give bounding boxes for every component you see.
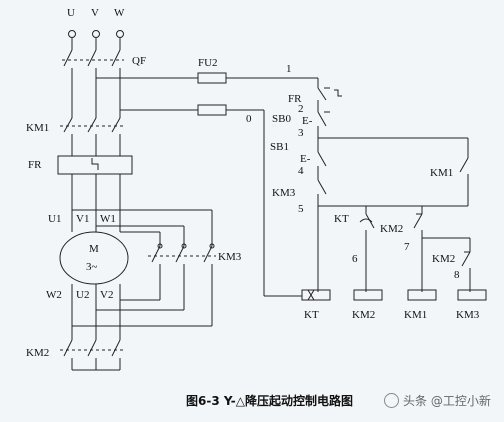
motor-label-m: M: [89, 243, 99, 255]
label-n3: 3: [298, 127, 304, 139]
figure-caption: 图6-3 Y-△降压起动控制电路图: [186, 394, 353, 408]
label-qf: QF: [132, 55, 146, 67]
label-fr-main: FR: [28, 159, 42, 171]
label-wire1: 1: [286, 63, 292, 75]
coil-kt: [301, 289, 331, 301]
label-km3-main: KM3: [218, 251, 242, 263]
label-coil-kt: KT: [304, 309, 319, 321]
fuse-fu2: [197, 72, 227, 84]
label-km1-right: KM1: [430, 167, 453, 179]
label-coil-km2: KM2: [352, 309, 375, 321]
label-v2: V2: [100, 289, 113, 301]
label-fu2: FU2: [198, 57, 218, 69]
label-n7: 7: [404, 241, 410, 253]
kt-timed-contact: [359, 206, 375, 292]
coil-km2: [353, 289, 383, 301]
contactor-km1-main: [60, 117, 124, 156]
watermark-logo-icon: [384, 393, 399, 408]
fuse-2: [197, 104, 227, 116]
watermark-text: 头条 @工控小新: [403, 394, 491, 408]
label-v: V: [91, 7, 99, 19]
label-n4: 4: [298, 165, 304, 177]
label-w1: W1: [100, 213, 116, 225]
coil-km3: [457, 289, 487, 301]
terminal-u: [68, 30, 76, 38]
motor: M 3~: [59, 231, 129, 285]
label-n8: 8: [454, 269, 460, 281]
label-sb0: SB0: [272, 113, 291, 125]
label-n6: 6: [352, 253, 358, 265]
label-wire0: 0: [246, 113, 252, 125]
label-n2: 2: [298, 103, 304, 115]
label-u1: U1: [48, 213, 61, 225]
label-km1-main: KM1: [26, 122, 49, 134]
motor-label-3ph: 3~: [86, 261, 98, 273]
coil-km1: [407, 289, 437, 301]
terminal-w: [116, 30, 124, 38]
label-u2: U2: [76, 289, 89, 301]
km3-aux-contact: [317, 179, 327, 195]
contactor-km2-main: [60, 339, 124, 371]
label-fr-ctrl: FR: [288, 93, 302, 105]
contactor-km3-main: [148, 210, 216, 326]
terminal-v: [92, 30, 100, 38]
label-w2: W2: [46, 289, 62, 301]
label-u: U: [67, 7, 75, 19]
label-km2-right: KM2: [432, 253, 455, 265]
watermark: 头条 @工控小新: [384, 392, 491, 409]
label-w: W: [114, 7, 125, 19]
stop-button-sb0: E-: [302, 111, 330, 127]
label-km2-main: KM2: [26, 347, 49, 359]
label-sb1: SB1: [270, 141, 289, 153]
label-coil-km1: KM1: [404, 309, 427, 321]
label-km3-ctrl: KM3: [272, 187, 296, 199]
label-coil-km3: KM3: [456, 309, 480, 321]
start-button-sb1: E-: [300, 151, 327, 167]
label-n5: 5: [298, 203, 304, 215]
fr-nc-contact: [317, 87, 342, 101]
label-kt-contact: KT: [334, 213, 349, 225]
svg-text:E-: E-: [302, 115, 313, 127]
label-km2-contact: KM2: [380, 223, 403, 235]
label-v1: V1: [76, 213, 89, 225]
thermal-relay-fr: [57, 155, 133, 175]
km2-nc-contact: [413, 206, 423, 292]
svg-text:E-: E-: [300, 153, 311, 165]
